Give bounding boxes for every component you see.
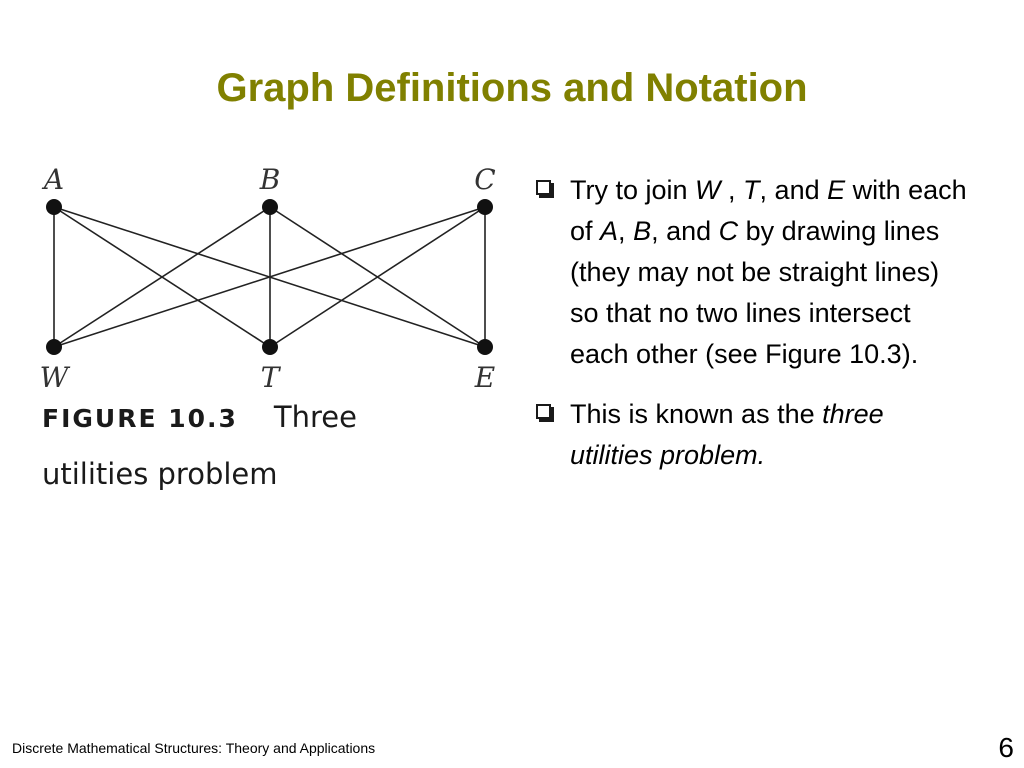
vertex-C [477, 199, 493, 215]
edge-B-W [53, 206, 271, 348]
italic-text: A [600, 216, 619, 246]
italic-text: E [827, 175, 846, 205]
italic-text: B [633, 216, 652, 246]
vertex-E [477, 339, 493, 355]
vertex-label-W: W [40, 361, 71, 394]
checkbox-bullet-icon [536, 180, 551, 195]
edge-C-T [269, 206, 486, 348]
italic-text: C [718, 216, 739, 246]
text-segment: with each of [570, 175, 967, 246]
bullet-list: Try to join W , T, and E with each of A,… [530, 170, 970, 476]
page-number: 6 [998, 732, 1014, 763]
vertex-label-E: E [474, 361, 495, 394]
vertex-A [46, 199, 62, 215]
text-segment: This is known as the [570, 399, 823, 429]
vertex-W [46, 339, 62, 355]
vertex-label-B: B [259, 163, 281, 196]
text-segment: , [618, 216, 634, 246]
vertex-T [262, 339, 278, 355]
italic-text: T [743, 175, 760, 205]
utilities-graph: A B C W T E [40, 163, 496, 394]
slide-title: Graph Definitions and Notation [216, 66, 808, 110]
checkbox-bullet-icon [536, 404, 551, 419]
bullet-item: Try to join W , T, and E with each of A,… [530, 170, 970, 375]
figure-caption-tag: FIGURE 10.3 [42, 404, 238, 433]
bullet-item: This is known as the three utilities pro… [530, 394, 970, 476]
text-segment: Try to join [570, 175, 696, 205]
utilities-figure: A B C W T E FIGURE 10.3 Three utilities proble… [30, 155, 510, 500]
figure-caption-line2: utilities problem [42, 457, 278, 491]
vertex-label-C: C [474, 163, 495, 196]
text-segment: , and [651, 216, 719, 246]
italic-text: three utilities problem. [570, 399, 884, 470]
vertex-label-T: T [261, 361, 282, 394]
figure-caption: FIGURE 10.3 Three [42, 400, 357, 434]
figure-caption-text: Three [273, 400, 357, 434]
text-segment: by drawing lines (they may not be straig… [570, 216, 940, 369]
text-segment: , and [759, 175, 828, 205]
footer-text: Discrete Mathematical Structures: Theory… [12, 740, 376, 756]
edge-C-W [53, 206, 486, 348]
italic-text: W [695, 175, 721, 205]
vertex-B [262, 199, 278, 215]
bullet-text: Try to join W , T, and E with each of A,… [570, 175, 967, 369]
text-segment: , [720, 175, 744, 205]
vertex-label-A: A [41, 163, 64, 196]
bullet-text: This is known as the three utilities pro… [570, 399, 884, 470]
